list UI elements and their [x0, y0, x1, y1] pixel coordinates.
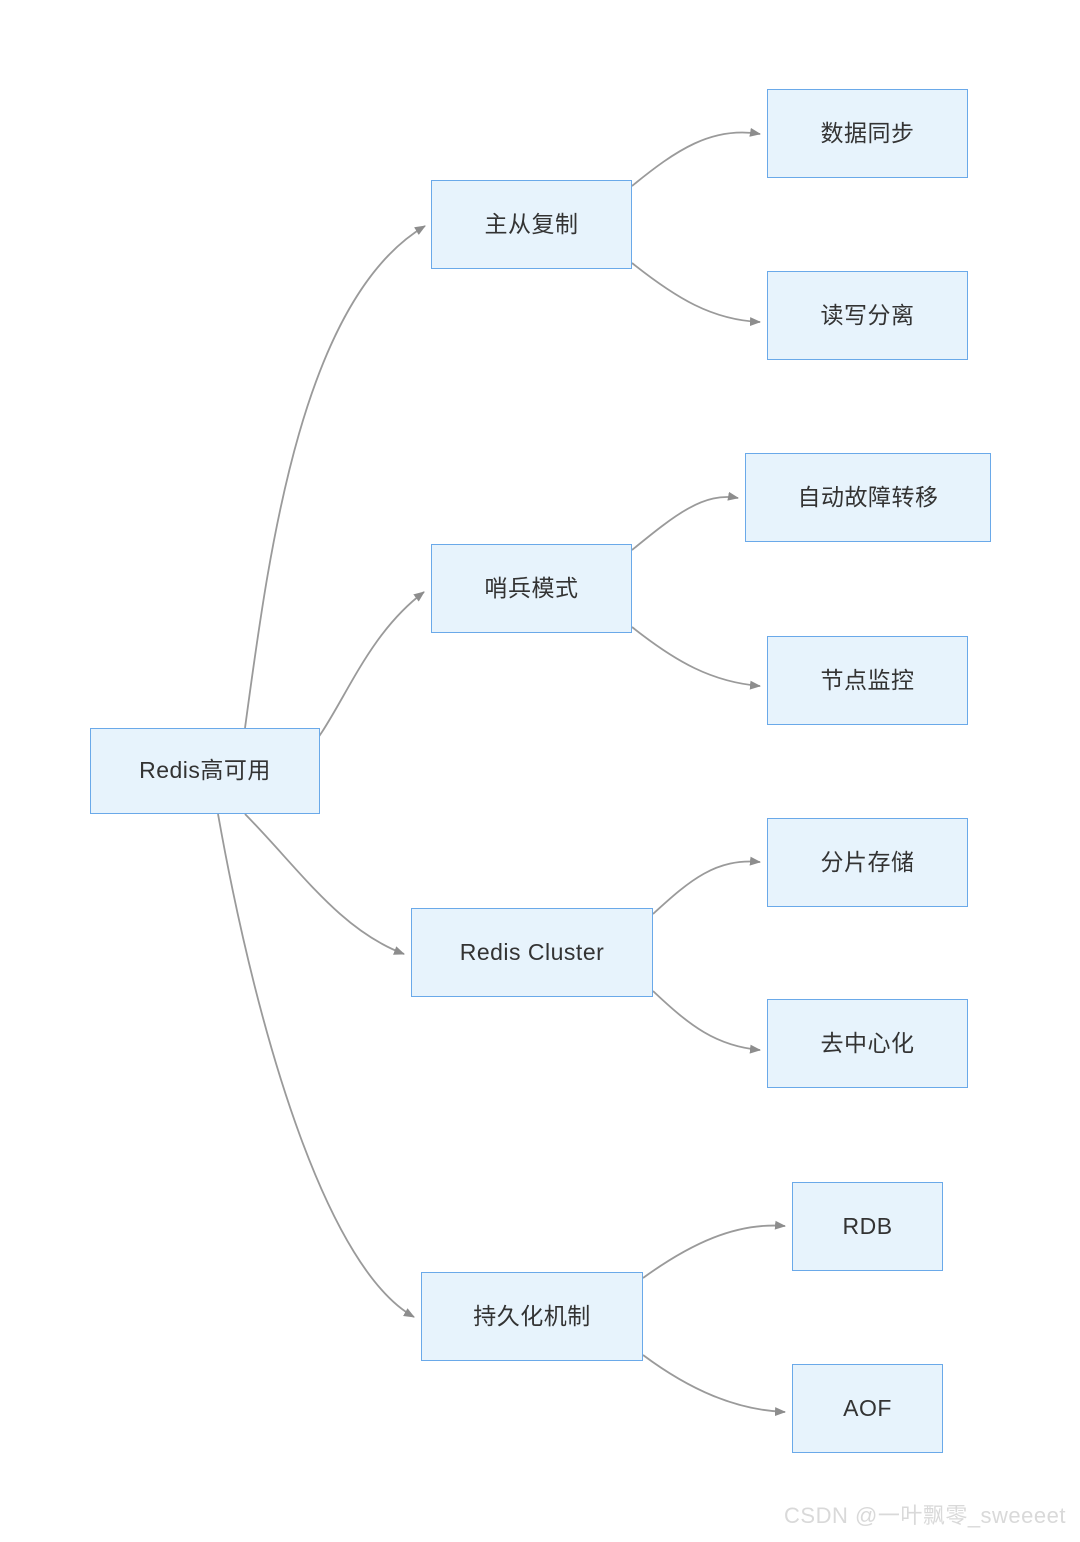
node-failover[interactable]: 自动故障转移	[745, 453, 991, 542]
node-label: AOF	[843, 1394, 892, 1421]
edge-persistence-to-rdb	[642, 1220, 786, 1279]
edge-sentinel-to-monitor	[631, 626, 761, 690]
node-repl[interactable]: 主从复制	[431, 180, 632, 269]
edge-sentinel-to-failover	[631, 491, 739, 551]
node-label: 主从复制	[484, 210, 579, 237]
node-label: 自动故障转移	[797, 483, 939, 510]
node-cluster[interactable]: Redis Cluster	[411, 908, 653, 997]
watermark-label: CSDN @一叶飘零_sweeeet	[784, 1503, 1066, 1528]
node-label: 节点监控	[820, 666, 915, 693]
edge-repl-to-sync	[631, 127, 761, 187]
node-label: Redis Cluster	[459, 938, 605, 965]
node-sync[interactable]: 数据同步	[767, 89, 968, 178]
edge-root-to-cluster	[244, 813, 405, 955]
node-label: 去中心化	[820, 1029, 915, 1056]
node-label: 持久化机制	[473, 1302, 591, 1329]
node-label: 数据同步	[820, 119, 915, 146]
node-label: 哨兵模式	[484, 574, 579, 601]
node-label: Redis高可用	[139, 757, 271, 784]
edge-root-to-repl	[244, 225, 426, 729]
node-persistence[interactable]: 持久化机制	[421, 1272, 643, 1361]
node-label: 读写分离	[820, 301, 915, 328]
node-label: 分片存储	[820, 848, 915, 875]
node-aof[interactable]: AOF	[792, 1364, 943, 1453]
edge-cluster-to-shard	[652, 856, 761, 915]
node-label: RDB	[842, 1212, 893, 1239]
node-rdb[interactable]: RDB	[792, 1182, 943, 1271]
edge-persistence-to-aof	[642, 1354, 786, 1417]
node-monitor[interactable]: 节点监控	[767, 636, 968, 725]
node-shard[interactable]: 分片存储	[767, 818, 968, 907]
edge-cluster-to-decentral	[652, 990, 761, 1054]
node-decentral[interactable]: 去中心化	[767, 999, 968, 1088]
node-root[interactable]: Redis高可用	[90, 728, 320, 814]
edge-repl-to-rw	[631, 262, 761, 327]
edge-root-to-persistence	[217, 813, 415, 1318]
node-sentinel[interactable]: 哨兵模式	[431, 544, 632, 633]
node-rw[interactable]: 读写分离	[767, 271, 968, 360]
